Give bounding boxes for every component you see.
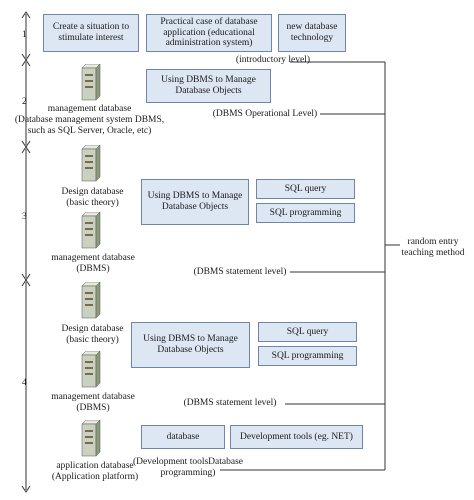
database-server-icon bbox=[81, 64, 101, 101]
box-using-dbms-level2: Using DBMS to Manage Database Objects bbox=[146, 69, 271, 103]
caption-design-database-4: Design database (basic theory) bbox=[61, 324, 124, 345]
box-database: database bbox=[141, 425, 225, 449]
level-number-4: 4 bbox=[22, 378, 27, 388]
caption-management-database-3: management database (DBMS) bbox=[51, 253, 135, 274]
box-development-tools: Development tools (eg. NET) bbox=[230, 425, 363, 449]
box-new-technology: new database technology bbox=[278, 14, 346, 52]
arrowhead bbox=[21, 485, 31, 493]
box-using-dbms-level3: Using DBMS to Manage Database Objects bbox=[141, 179, 249, 225]
caption-management-database-dbms: management database (Database management… bbox=[14, 104, 165, 136]
arrowhead bbox=[21, 279, 31, 287]
label-introductory-level: (introductory level) bbox=[235, 55, 311, 65]
box-using-dbms-level4: Using DBMS to Manage Database Objects bbox=[131, 322, 250, 368]
arrowhead bbox=[21, 146, 31, 154]
box-create-situation: Create a situation to stimulate interest bbox=[43, 14, 139, 52]
database-server-icon bbox=[81, 145, 101, 182]
level-number-1: 1 bbox=[22, 30, 27, 40]
box-sql-programming-4: SQL programming bbox=[258, 346, 357, 366]
caption-design-database-3: Design database (basic theory) bbox=[61, 187, 124, 208]
database-server-icon bbox=[81, 282, 101, 319]
database-server-icon bbox=[81, 351, 101, 388]
box-sql-query-3: SQL query bbox=[256, 179, 355, 199]
caption-application-database: application database (Application platfo… bbox=[51, 461, 139, 482]
database-server-icon bbox=[81, 212, 101, 249]
level-number-2: 2 bbox=[22, 97, 27, 107]
label-development-tools-programming: (Development toolsDatabase programming) bbox=[132, 457, 243, 478]
label-dbms-statement-level-4: (DBMS statement level) bbox=[183, 398, 277, 408]
arrowhead bbox=[21, 11, 31, 19]
box-sql-query-4: SQL query bbox=[258, 322, 357, 342]
box-practical-case: Practical case of database application (… bbox=[146, 14, 272, 52]
caption-management-database-4: management database (DBMS) bbox=[51, 392, 135, 413]
level-number-3: 3 bbox=[22, 212, 27, 222]
label-dbms-statement-level-3: (DBMS statement level) bbox=[193, 267, 287, 277]
label-random-entry-teaching-method: random entry teaching method bbox=[401, 237, 465, 258]
label-dbms-operational-level: (DBMS Operational Level) bbox=[212, 109, 318, 119]
box-sql-programming-3: SQL programming bbox=[256, 203, 355, 223]
database-server-icon bbox=[81, 420, 101, 457]
arrowhead bbox=[21, 59, 31, 67]
